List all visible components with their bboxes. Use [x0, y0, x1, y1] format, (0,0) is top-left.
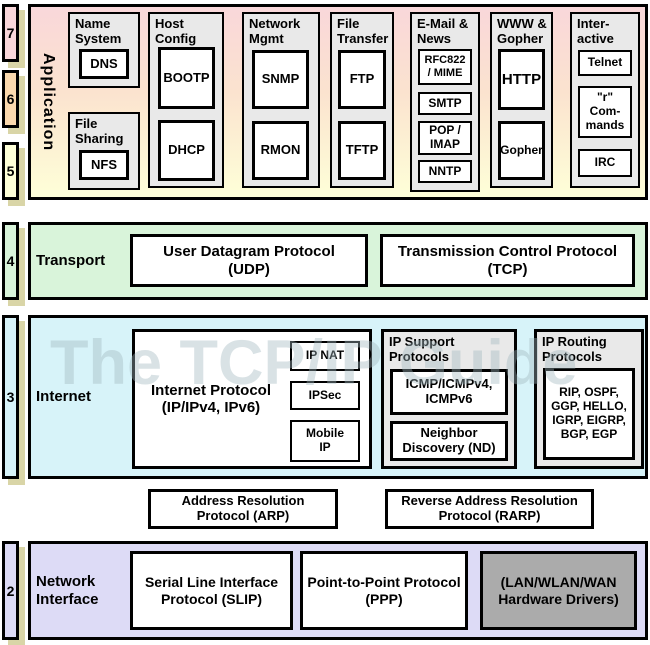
protocol-box-gopher: Gopher [498, 121, 545, 180]
group-title-host-config: Host Config [155, 16, 197, 46]
osi-layer-5-badge: 5 [2, 142, 19, 200]
protocol-box-dhcp: DHCP [158, 120, 215, 181]
protocol-box-telnet: Telnet [578, 50, 632, 76]
protocol-box-hardware-drivers: (LAN/WLAN/WAN Hardware Drivers) [480, 551, 637, 630]
protocol-box-rarp: Reverse Address Resolution Protocol (RAR… [385, 489, 594, 529]
protocol-box-ppp: Point-to-Point Protocol (PPP) [300, 551, 468, 630]
group-title-name-system: Name System [75, 16, 122, 46]
protocol-box-udp: User Datagram Protocol (UDP) [130, 234, 368, 287]
protocol-box-pop-imap: POP / IMAP [418, 121, 472, 155]
protocol-box-routing-protocols: RIP, OSPF, GGP, HELLO, IGRP, EIGRP, BGP,… [543, 368, 635, 460]
protocol-box-r-commands: "r" Com- mands [578, 86, 632, 138]
protocol-box-nfs: NFS [79, 150, 129, 180]
osi-layer-6-badge: 6 [2, 70, 19, 128]
application-layer-label: Application [40, 52, 57, 152]
protocol-box-arp: Address Resolution Protocol (ARP) [148, 489, 338, 529]
protocol-box-ipsec: IPSec [290, 381, 360, 410]
network-interface-layer-label: Network Interface [36, 572, 99, 608]
protocol-box-icmp: ICMP/ICMPv4, ICMPv6 [390, 369, 508, 415]
protocol-box-ip-nat: IP NAT [290, 341, 360, 371]
protocol-box-nntp: NNTP [418, 160, 472, 183]
protocol-box-http: HTTP [498, 49, 545, 110]
osi-layer-4-badge: 4 [2, 222, 19, 300]
group-title-www-gopher: WWW & Gopher [497, 16, 547, 46]
internet-protocol-label: Internet Protocol (IP/IPv4, IPv6) [150, 381, 271, 416]
group-title-file-sharing: File Sharing [75, 116, 124, 146]
protocol-box-rmon: RMON [252, 121, 309, 180]
protocol-box-ftp: FTP [338, 50, 386, 109]
protocol-box-rfc822-mime: RFC822 / MIME [418, 49, 472, 85]
protocol-box-snmp: SNMP [252, 50, 309, 109]
group-title-file-transfer: File Transfer [337, 16, 389, 46]
protocol-box-irc: IRC [578, 149, 632, 177]
protocol-box-tcp: Transmission Control Protocol (TCP) [380, 234, 635, 287]
transport-layer-label: Transport [36, 252, 106, 269]
group-title-email-news: E-Mail & News [417, 16, 469, 46]
osi-layer-3-badge: 3 [2, 315, 19, 479]
protocol-box-smtp: SMTP [418, 92, 472, 115]
osi-layer-7-badge: 7 [2, 4, 19, 62]
protocol-box-dns: DNS [79, 49, 129, 79]
group-title-interactive: Inter- active [577, 16, 614, 46]
protocol-box-tftp: TFTP [338, 121, 386, 180]
protocol-box-mobile-ip: Mobile IP [290, 420, 360, 462]
protocol-box-neighbor-discovery: Neighbor Discovery (ND) [390, 421, 508, 461]
group-title-network-mgmt: Network Mgmt [249, 16, 301, 46]
protocol-box-bootp: BOOTP [158, 47, 215, 109]
internet-layer-label: Internet [36, 388, 92, 405]
protocol-box-slip: Serial Line Interface Protocol (SLIP) [130, 551, 293, 630]
osi-layer-2-badge: 2 [2, 541, 19, 640]
group-title-ip-routing: IP Routing Protocols [542, 334, 607, 364]
group-title-ip-support: IP Support Protocols [389, 334, 455, 364]
